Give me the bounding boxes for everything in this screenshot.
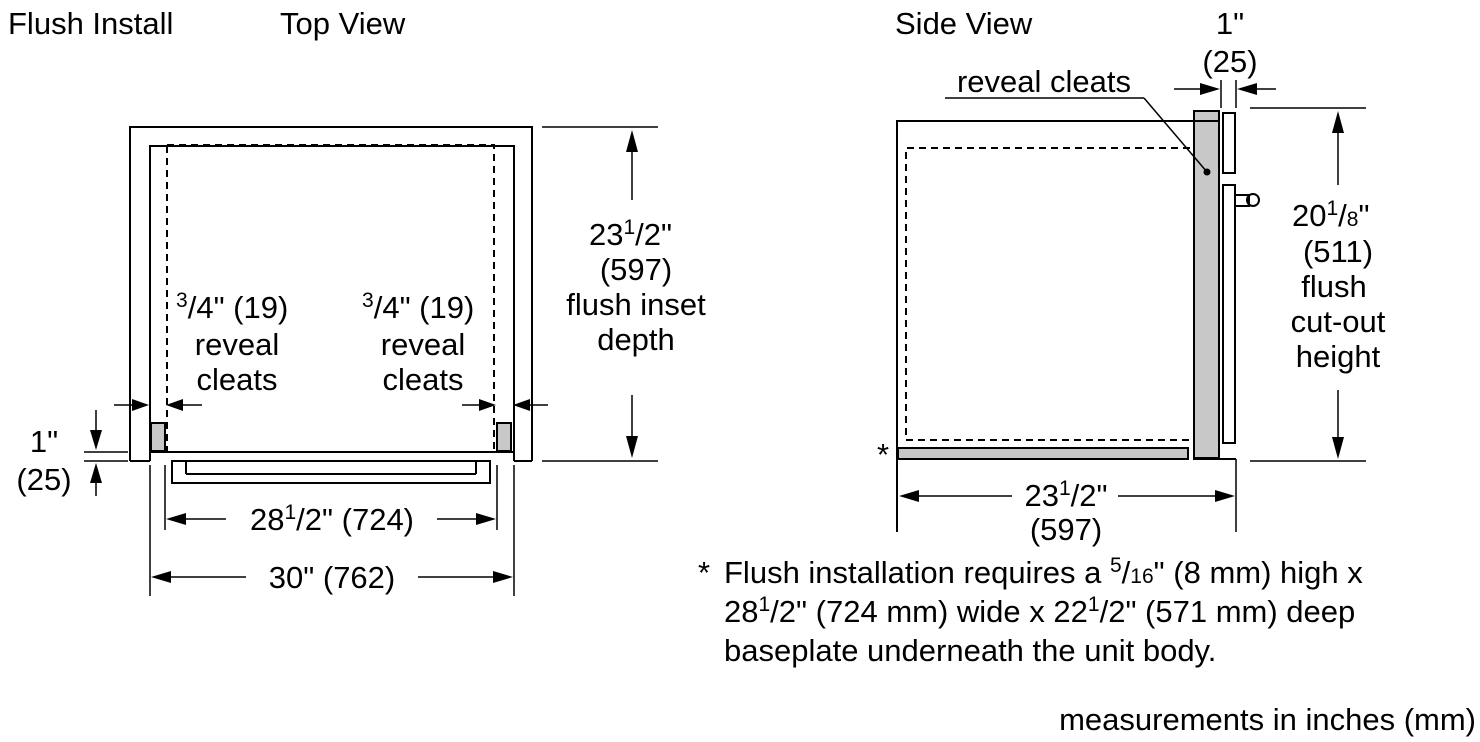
height-label: 201/8" — [1292, 197, 1370, 233]
baseplate-asterisk: * — [877, 437, 889, 472]
top-view-title: Top View — [280, 6, 406, 41]
depth-label: 231/2" — [589, 216, 672, 252]
depth-label-mm: (597) — [600, 252, 672, 287]
reveal-cleats-label: reveal cleats — [957, 64, 1131, 99]
footnote-line2: 281/2" (724 mm) wide x 221/2" (571 mm) d… — [724, 593, 1355, 629]
side-view-drawing — [896, 80, 1366, 532]
top-view-drawing — [84, 126, 658, 596]
footnote-line3: baseplate underneath the unit body. — [724, 633, 1216, 668]
height-label-mm: (511) — [1303, 234, 1373, 269]
right-reveal-label-line2: reveal — [381, 327, 465, 362]
right-reveal-label: 3/4" (19) — [362, 289, 474, 325]
left-reveal-label-line3: cleats — [197, 362, 278, 397]
baseplate-footnote: * Flush installation requires a 5/16" (8… — [698, 554, 1363, 668]
units-note: measurements in inches (mm) — [1059, 702, 1476, 737]
side-reveal-cleat — [1193, 110, 1220, 459]
side-depth-label: 231/2" — [1024, 477, 1107, 513]
height-label-line3: flush — [1301, 269, 1366, 304]
baseplate — [897, 447, 1189, 460]
footnote-line1: Flush installation requires a 5/16" (8 m… — [724, 554, 1363, 590]
side-door-handle — [1234, 194, 1250, 207]
thickness-label-mm: (25) — [1202, 44, 1257, 79]
right-reveal-label-line3: cleats — [383, 362, 464, 397]
thickness-label: 1" — [1216, 6, 1244, 41]
side-view-title: Side View — [895, 6, 1033, 41]
depth-label-line4: depth — [597, 322, 675, 357]
left-reveal-label: 3/4" (19) — [176, 289, 288, 325]
upper-door-panel — [1222, 112, 1236, 174]
offset-label: 1" — [30, 424, 58, 459]
height-label-line5: height — [1296, 339, 1381, 374]
reveal-cleats-leader — [1143, 97, 1208, 173]
height-label-line4: cut-out — [1291, 304, 1386, 339]
outer-width-label: 30" (762) — [269, 560, 395, 595]
side-depth-label-mm: (597) — [1030, 512, 1102, 547]
depth-label-line3: flush inset — [566, 287, 706, 322]
left-reveal-cleat — [150, 422, 166, 452]
side-unit-body-outline — [905, 147, 1190, 441]
flush-install-title: Flush Install — [8, 6, 173, 41]
cabinet-outer-wall — [129, 126, 533, 461]
door-handle — [171, 460, 491, 484]
footnote-star: * — [698, 555, 710, 590]
cabinet-inner-wall — [149, 145, 515, 461]
right-reveal-cleat — [496, 422, 512, 452]
left-reveal-label-line2: reveal — [195, 327, 279, 362]
inner-width-label: 281/2" (724) — [250, 501, 414, 537]
lower-door-panel — [1222, 184, 1236, 444]
side-cabinet-outline — [896, 120, 1193, 532]
offset-label-mm: (25) — [16, 462, 71, 497]
